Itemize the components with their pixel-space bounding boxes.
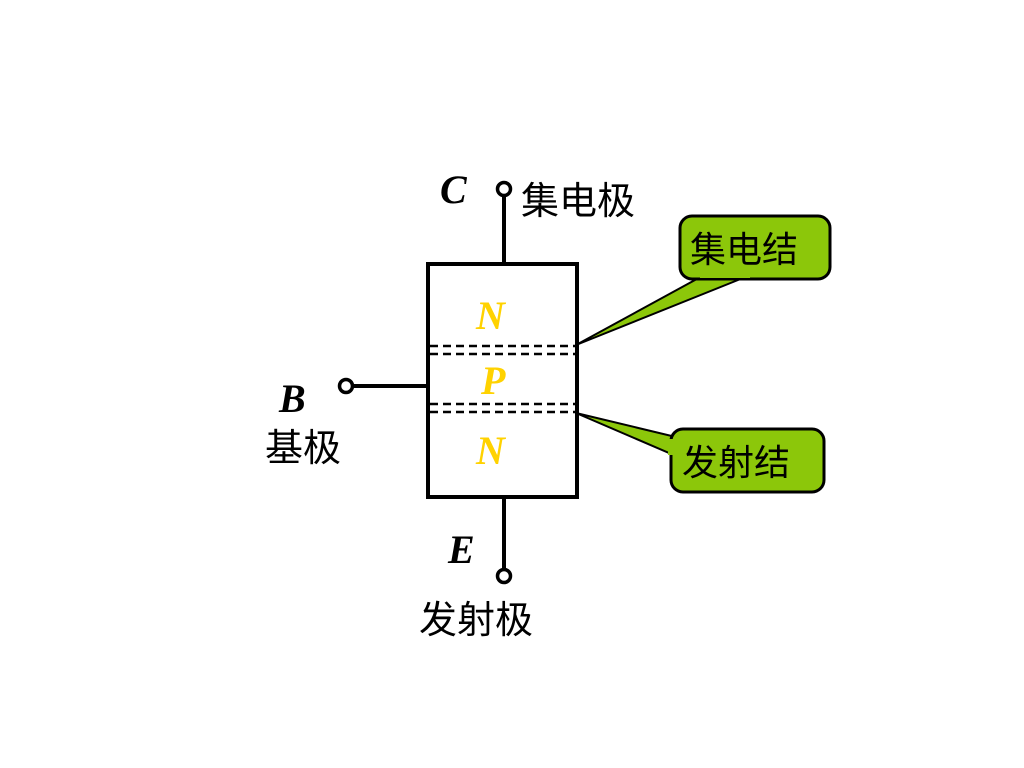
transistor-body <box>426 262 579 499</box>
base-name: 基极 <box>265 426 341 470</box>
collector-name: 集电极 <box>521 179 635 223</box>
emitter-terminal-dot <box>495 567 513 585</box>
collector-junction-label: 集电结 <box>690 230 798 271</box>
region-bottom-label: N <box>475 428 507 473</box>
collector-letter: C <box>440 167 468 212</box>
emitter-junction-pointer <box>575 412 677 458</box>
collector-junction-boundary <box>430 344 575 356</box>
collector-junction-pointer <box>575 272 749 346</box>
emitter-letter: E <box>447 527 475 572</box>
collector-terminal-dot <box>495 180 513 198</box>
collector-junction-callout: 集电结 <box>575 214 832 346</box>
emitter-name: 发射极 <box>419 598 533 642</box>
region-top-label: N <box>475 293 507 338</box>
emitter-junction-label: 发射结 <box>682 443 790 484</box>
region-middle-label: P <box>480 358 506 403</box>
emitter-junction-boundary <box>430 402 575 414</box>
base-letter: B <box>278 376 306 421</box>
emitter-junction-callout: 发射结 <box>575 412 826 494</box>
base-terminal-dot <box>337 377 355 395</box>
